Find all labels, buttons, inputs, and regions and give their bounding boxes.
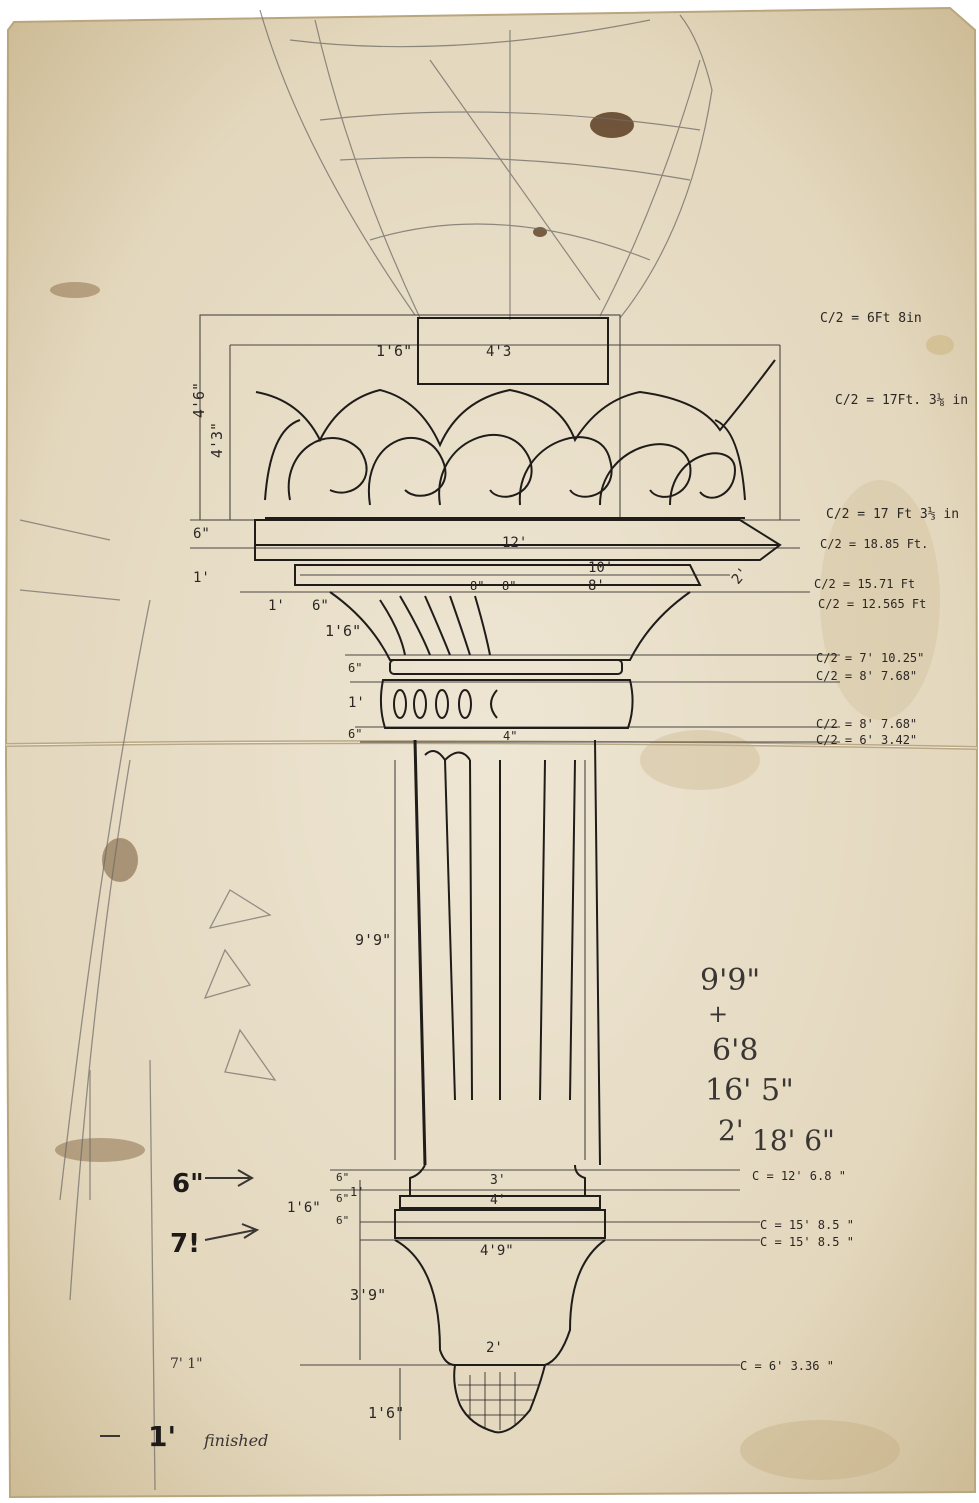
- arith-line-5: 18' 6": [752, 1124, 835, 1157]
- finished-note: finished: [203, 1431, 268, 1450]
- flame-sketch: [259, 9, 713, 320]
- base-c-label: 6": [336, 1214, 349, 1227]
- base-top-label: 3': [490, 1173, 506, 1188]
- circ-note-11: C = 12' 6.8 ": [752, 1169, 846, 1183]
- tip-width-label: 2': [486, 1340, 503, 1356]
- step-a-label: 1': [268, 598, 285, 614]
- collar-top-label: 6": [348, 661, 362, 675]
- bulb-height-label: 3'9": [350, 1286, 386, 1304]
- circ-note-1: C/2 = 6Ft 8in: [820, 311, 922, 326]
- arith-line-4: 2': [718, 1114, 744, 1147]
- seven-note: 7!: [170, 1229, 200, 1259]
- circ-note-5: C/2 = 15.71 Ft: [814, 577, 915, 591]
- bowl-height-label: 1'6": [325, 622, 361, 640]
- handle-length-label: 9'9": [355, 931, 391, 949]
- circ-note-2: C/2 = 17Ft. 3⅛ in: [835, 393, 968, 408]
- step-b-label: 6": [312, 598, 329, 614]
- arith-line-3: 16' 5": [705, 1073, 794, 1108]
- arith-plus: +: [708, 1000, 728, 1028]
- circ-note-6: C/2 = 12.565 Ft: [818, 597, 926, 611]
- circ-note-10: C/2 = 6' 3.42": [816, 733, 917, 747]
- six-inch-note: 6": [172, 1169, 204, 1199]
- circ-note-8: C/2 = 8' 7.68": [816, 669, 917, 683]
- collar-height-label: 1': [348, 695, 365, 711]
- margin-sketches: [19, 519, 277, 1491]
- circumference-notes: C/2 = 6Ft 8in C/2 = 17Ft. 3⅛ in C/2 = 17…: [740, 311, 968, 1373]
- circ-note-7: C/2 = 7' 10.25": [816, 651, 924, 665]
- flute-a-label: 8": [470, 579, 484, 593]
- base-total-label: 1'6": [287, 1200, 321, 1216]
- arith-line-2: 6'8: [712, 1033, 758, 1068]
- circ-note-13: C = 15' 8.5 ": [760, 1235, 854, 1249]
- rim-label: 6": [193, 526, 210, 542]
- ring-one-label: 1': [350, 1185, 364, 1199]
- circ-note-3: C/2 = 17 Ft 3⅓ in: [826, 507, 959, 522]
- left-dimension-labels: 4'6" 4'3" 1'6" 6" 1' 1' 6" 1'6" 6" 1' 6"…: [190, 342, 412, 1422]
- torch-drawing: [254, 317, 782, 1434]
- circ-note-14: C = 6' 3.36 ": [740, 1359, 834, 1373]
- base-ring-label: 4': [490, 1193, 506, 1208]
- base-b-label: 6": [336, 1192, 349, 1205]
- collar-bottom-label: 6": [348, 727, 362, 741]
- collar-width-label: 4": [503, 729, 517, 743]
- neck-height-label: 1'6": [376, 342, 412, 360]
- bowl-inner-label: 8': [588, 578, 605, 594]
- one-foot-note: 1': [148, 1420, 176, 1453]
- base-a-label: 6": [336, 1171, 349, 1184]
- base-width-label: 4'9": [480, 1243, 514, 1259]
- margin-notes: 6" 7! 7' 1" 1' finished: [148, 1169, 268, 1453]
- circ-note-12: C = 15' 8.5 ": [760, 1218, 854, 1232]
- platform-width-label: 12': [502, 535, 527, 551]
- neck-width-label: 4'3: [486, 344, 511, 360]
- arith-line-1: 9'9": [700, 963, 760, 998]
- flute-b-label: 8": [502, 579, 516, 593]
- margin-arrows: [100, 1169, 260, 1437]
- cup-height-outer-label: 4'6": [190, 382, 208, 418]
- seven-ten-note: 7' 1": [170, 1356, 203, 1372]
- tip-height-label: 1'6": [368, 1404, 404, 1422]
- circ-note-4: C/2 = 18.85 Ft.: [820, 537, 928, 551]
- circ-note-9: C/2 = 8' 7.68": [816, 717, 917, 731]
- paper: [4, 6, 979, 1499]
- width-dimension-labels: 4'3 12' 10' 8' 8" 8" 4" 1' 3' 4' 4'9" 2'…: [350, 344, 752, 1356]
- cup-height-inner-label: 4'3": [208, 422, 226, 458]
- band-label: 1': [193, 570, 210, 586]
- pencil-arithmetic: 9'9" + 6'8 16' 5" 2' 18' 6": [700, 963, 835, 1157]
- bowl-outer-label: 10': [588, 560, 613, 576]
